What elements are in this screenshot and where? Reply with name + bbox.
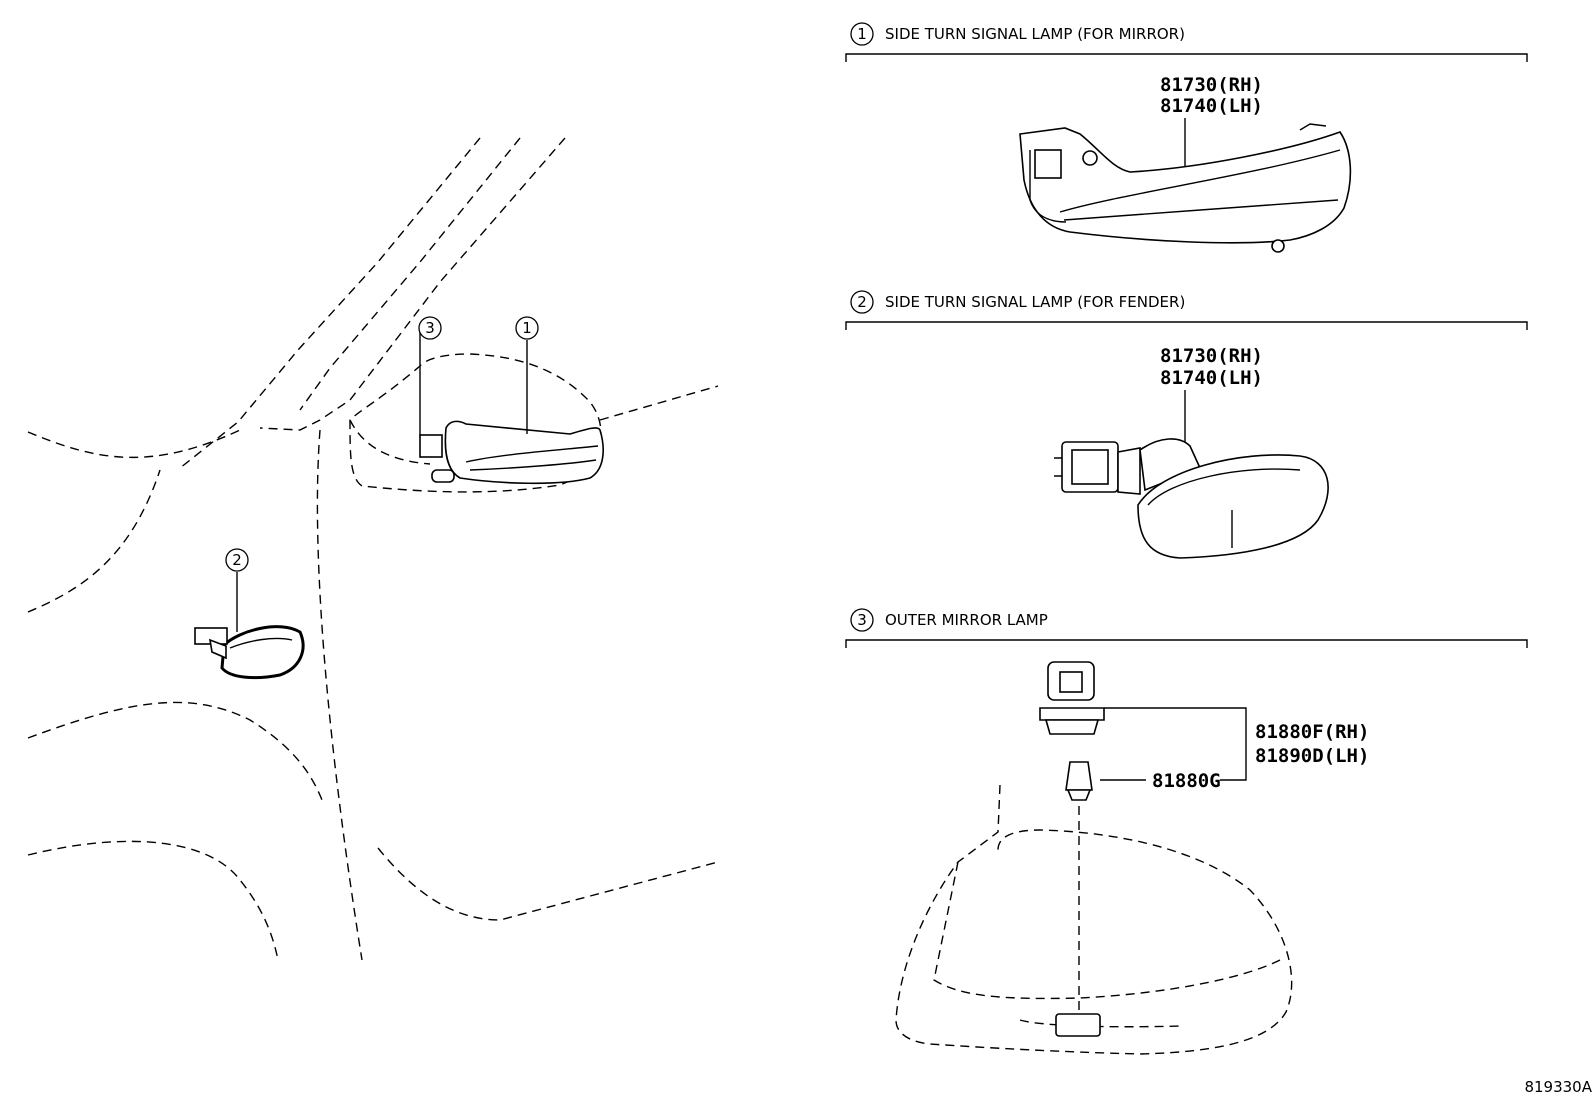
section-1: 1 SIDE TURN SIGNAL LAMP (FOR MIRROR) 817… <box>845 22 1528 253</box>
door-line-upper <box>599 385 719 421</box>
overview-callout-1-label: 1 <box>522 319 532 337</box>
section-3: 3 OUTER MIRROR LAMP 81880F(RH) 81890D(LH… <box>845 608 1528 1055</box>
hood-line <box>27 429 241 458</box>
section-2-part-lh: 81740(LH) <box>1160 367 1263 389</box>
section-3-part-rh: 81880F(RH) <box>1255 721 1369 743</box>
door-bottom-line <box>377 847 719 921</box>
body-line-b <box>299 137 521 411</box>
overview-callout-3: 3 <box>418 316 442 340</box>
a-pillar-edge <box>316 429 363 961</box>
body-line-a <box>179 137 481 469</box>
overview-callout-3-label: 3 <box>425 319 435 337</box>
body-line-c <box>259 137 566 431</box>
overview-callout-2: 2 <box>225 548 249 572</box>
section-2-title: SIDE TURN SIGNAL LAMP (FOR FENDER) <box>885 293 1185 311</box>
section-2-number: 2 <box>857 293 867 311</box>
section-3-part-bulb: 81880G <box>1152 770 1221 792</box>
wedge-bulb <box>1065 761 1093 801</box>
section-3-number: 3 <box>857 611 867 629</box>
section-1-part-rh: 81730(RH) <box>1160 74 1263 96</box>
section-3-part-lh: 81890D(LH) <box>1255 745 1369 767</box>
wheel-arch <box>27 840 279 961</box>
section-1-part-lh: 81740(LH) <box>1160 95 1263 117</box>
section-1-number: 1 <box>857 25 867 43</box>
overview-callout-1: 1 <box>515 316 539 340</box>
section-3-title: OUTER MIRROR LAMP <box>885 611 1048 629</box>
diagram-reference: 819330A <box>1524 1078 1592 1096</box>
mirror-turn-signal-lamp <box>1019 123 1352 253</box>
bulb-socket <box>1039 661 1105 735</box>
overview-callout-2-label: 2 <box>232 551 242 569</box>
section-1-bracket <box>845 53 1528 62</box>
section-2-part-rh: 81730(RH) <box>1160 345 1263 367</box>
overview-fender-lamp <box>194 572 305 680</box>
fender-turn-signal-lamp <box>1054 438 1329 559</box>
overview-mirror <box>349 330 604 493</box>
fender-contour <box>27 701 323 801</box>
vehicle-overview <box>27 137 719 961</box>
section-1-title: SIDE TURN SIGNAL LAMP (FOR MIRROR) <box>885 25 1185 43</box>
outer-mirror <box>895 784 1293 1055</box>
section-2: 2 SIDE TURN SIGNAL LAMP (FOR FENDER) 817… <box>845 290 1528 559</box>
fender-arc-upper <box>27 469 161 613</box>
section-2-bracket <box>845 321 1528 330</box>
section-3-bracket <box>845 639 1528 648</box>
